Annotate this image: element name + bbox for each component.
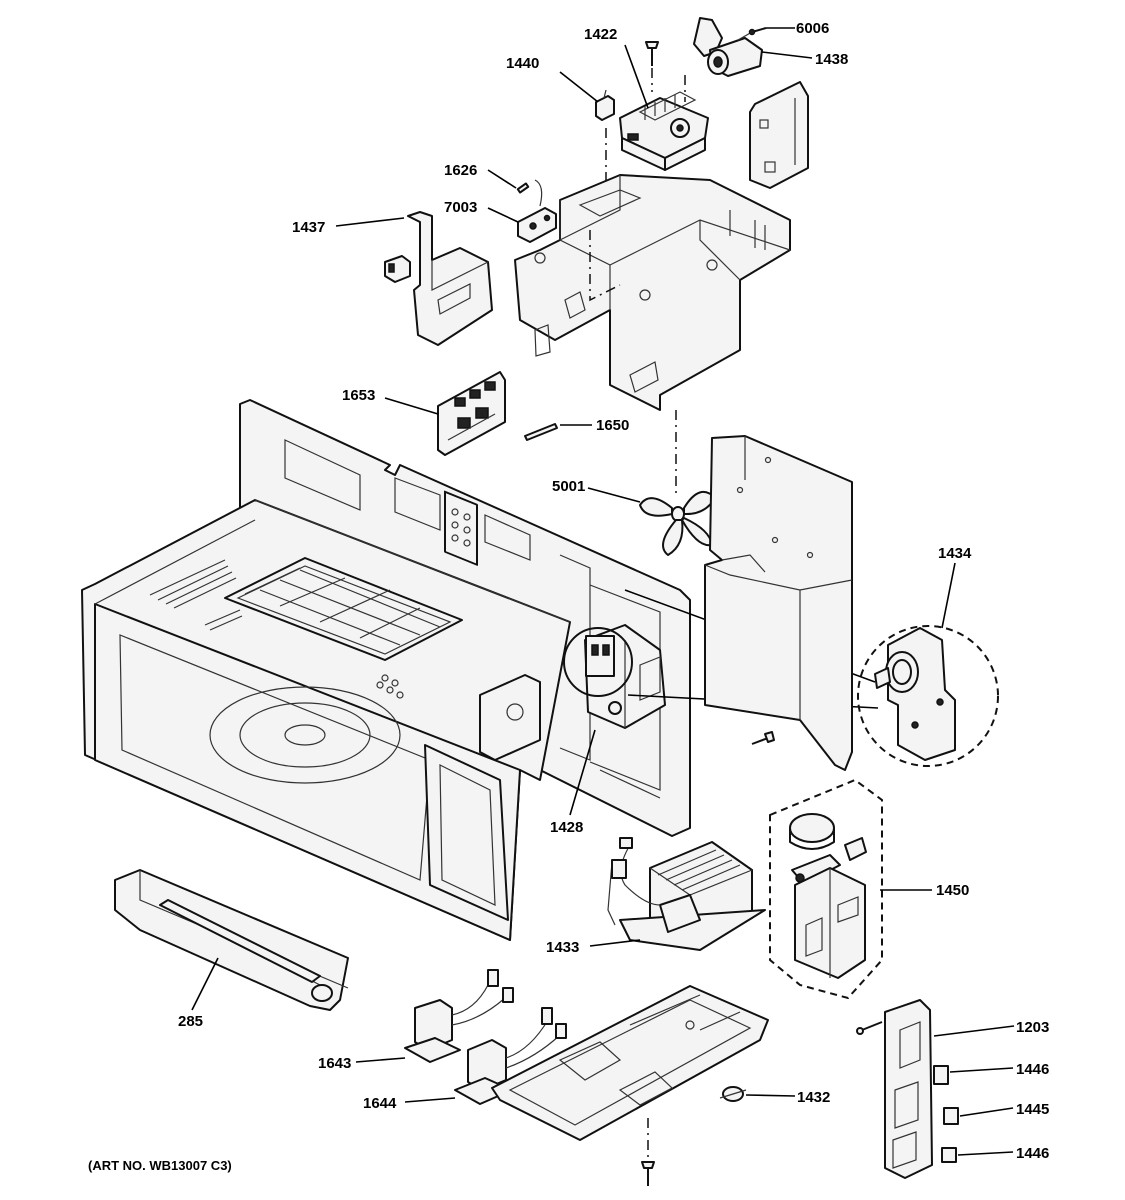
part-1432-thermostat <box>719 1086 747 1102</box>
part-1438-bracket <box>693 17 763 77</box>
callout-1626: 1626 <box>444 162 477 179</box>
part-1445-switch <box>943 1107 959 1125</box>
callout-1437: 1437 <box>292 219 325 236</box>
part-1643-filter <box>404 969 514 1063</box>
part-7003-switch <box>517 179 557 243</box>
part-1203-latch <box>884 999 933 1179</box>
part-1446-switch-lower <box>941 1147 957 1163</box>
part-1434-detail <box>857 625 999 767</box>
callout-1422: 1422 <box>584 26 617 43</box>
part-285-filter <box>114 869 349 1011</box>
part-6006-screw <box>748 27 767 36</box>
magnetron-detail-circle <box>563 627 633 697</box>
callout-1433: 1433 <box>546 939 579 956</box>
part-1450-assembly <box>769 778 883 1000</box>
callout-1653: 1653 <box>342 387 375 404</box>
part-screw-top <box>645 41 659 66</box>
part-1653-board <box>437 371 506 456</box>
callout-1432: 1432 <box>797 1089 830 1106</box>
callout-1438: 1438 <box>815 51 848 68</box>
callout-1434: 1434 <box>938 545 972 562</box>
art-number-note: (ART NO. WB13007 C3) <box>88 1158 232 1173</box>
callout-5001: 5001 <box>552 478 585 495</box>
part-screw-side <box>751 731 775 745</box>
leader-lines <box>191 27 1015 1156</box>
callout-1203: 1203 <box>1016 1019 1049 1036</box>
part-base-plate <box>491 985 769 1141</box>
callout-1428: 1428 <box>550 819 583 836</box>
callout-1446-lower: 1446 <box>1016 1145 1049 1162</box>
part-5001-fan <box>639 490 716 556</box>
callout-1643: 1643 <box>318 1055 351 1072</box>
part-screw-bottom <box>641 1118 655 1186</box>
callout-1446-upper: 1446 <box>1016 1061 1049 1078</box>
part-cavity-case <box>81 499 571 941</box>
part-1438-plate <box>749 81 809 189</box>
part-1428-magnetron <box>584 624 666 729</box>
part-air-duct <box>514 174 791 411</box>
callout-1450: 1450 <box>936 882 969 899</box>
callout-1644: 1644 <box>363 1095 397 1112</box>
callout-1440: 1440 <box>506 55 539 72</box>
callout-285: 285 <box>178 1013 203 1030</box>
part-1650-rod <box>524 423 558 441</box>
part-screw-latch <box>856 1021 883 1035</box>
part-1422-motor <box>619 91 709 171</box>
part-1440-fuse <box>595 89 615 121</box>
part-1437-bracket <box>384 211 493 346</box>
part-1433-transformer <box>607 837 766 951</box>
callout-6006: 6006 <box>796 20 829 37</box>
part-right-duct <box>704 435 853 771</box>
part-1626 <box>516 182 530 194</box>
part-1446-switch-upper <box>933 1065 949 1085</box>
callout-1445: 1445 <box>1016 1101 1049 1118</box>
callout-1650: 1650 <box>596 417 629 434</box>
callout-7003: 7003 <box>444 199 477 216</box>
